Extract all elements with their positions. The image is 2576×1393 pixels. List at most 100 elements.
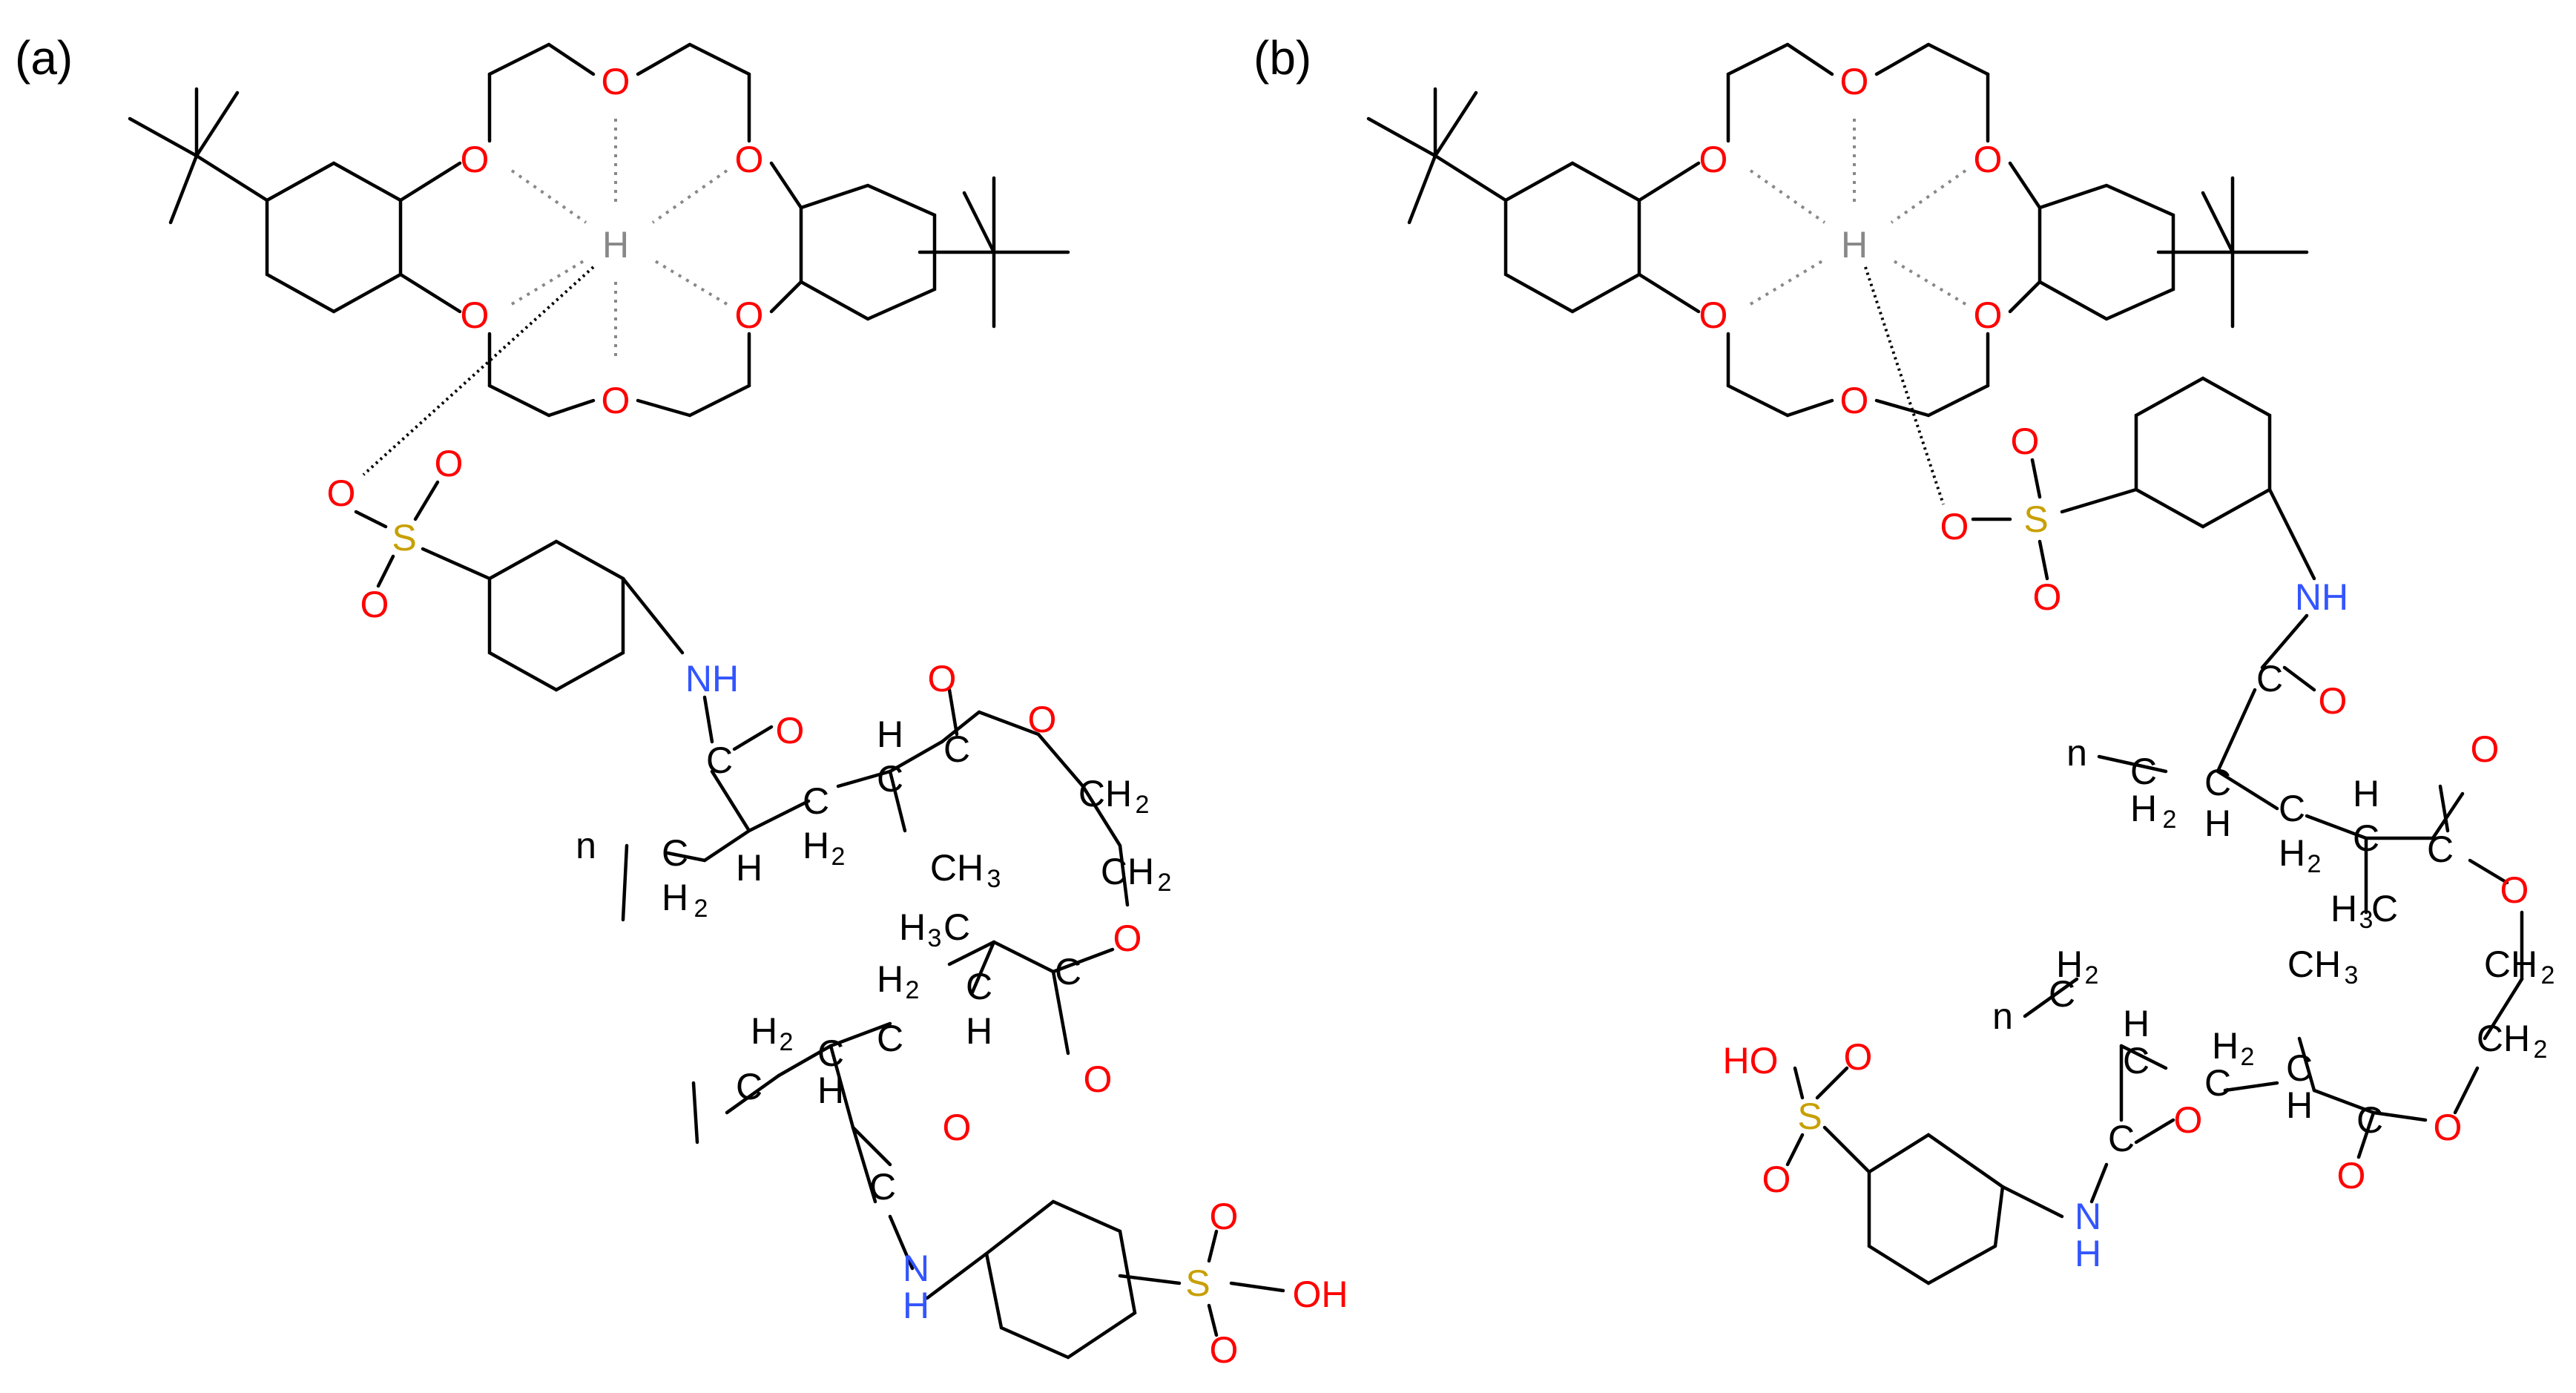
subscript: 3 — [987, 865, 1001, 893]
h-label: H — [2279, 832, 2305, 874]
oxygen-atom: O — [1210, 1329, 1239, 1371]
subscript: 2 — [1158, 869, 1172, 897]
h-label: H — [2286, 1084, 2313, 1126]
oxygen-atom: O — [461, 139, 490, 180]
oxygen-atom: O — [1840, 380, 1869, 421]
sulfur-atom: S — [1797, 1096, 1822, 1137]
c-label: C — [2353, 817, 2379, 859]
c-label: C — [2286, 1047, 2313, 1089]
h2-label: H — [751, 1010, 777, 1052]
structure-a — [128, 42, 1285, 1360]
c-label: C — [2049, 973, 2075, 1015]
structure-b — [1366, 42, 2524, 1285]
ch2-label: CH — [1078, 773, 1132, 814]
cyclohexane-ring-right-b — [2038, 183, 2175, 321]
oxygen-atom: O — [776, 710, 805, 751]
oxygen-atom: O — [1840, 61, 1869, 102]
cyclohexane-ring-left-b — [1503, 161, 1641, 314]
benzene-ring-bottom-a — [984, 1199, 1137, 1360]
wedge-bond-a — [362, 266, 595, 476]
oxygen-atom: O — [2174, 1099, 2203, 1141]
nh-group: NH — [2295, 576, 2348, 618]
subscript: 3 — [928, 924, 942, 952]
oxygen-atom: O — [2500, 869, 2529, 911]
hydrogen-bonds-b — [1749, 119, 1967, 306]
oxygen-atom: O — [2011, 421, 2040, 462]
subscript: 2 — [2241, 1043, 2255, 1071]
subscript: 3 — [2359, 906, 2374, 934]
subscript: 2 — [906, 976, 920, 1004]
cyclohexane-ring-right-a — [799, 183, 937, 321]
c-label: C — [736, 1066, 762, 1107]
h3c-label: H — [2330, 888, 2357, 929]
sulfur-atom: S — [392, 517, 416, 559]
tert-butyl-group-right-a — [918, 176, 1070, 329]
h2-label: H — [877, 958, 903, 1000]
benzene-ring-top-b — [2134, 376, 2272, 529]
oh-group: OH — [1293, 1274, 1348, 1315]
subscript: 2 — [1136, 791, 1150, 819]
c-label: C — [943, 906, 970, 948]
nh-group: N — [903, 1248, 929, 1289]
ch2-label: CH — [2484, 944, 2537, 985]
oxygen-atom: O — [1028, 699, 1057, 740]
h-label: H — [2075, 1233, 2101, 1274]
c-label: C — [2256, 658, 2283, 699]
h2-label: H — [2056, 944, 2083, 985]
oxygen-atom: O — [1113, 918, 1142, 959]
h-label: H — [662, 877, 688, 918]
panel-label-a: (a) — [15, 31, 73, 85]
oxygen-atom: O — [360, 584, 389, 625]
h-label: H — [966, 1010, 992, 1052]
subscript: 2 — [2307, 850, 2322, 878]
subscript: 2 — [2085, 961, 2099, 989]
oxygen-atom: O — [2434, 1107, 2463, 1148]
h-label: H — [817, 1070, 844, 1111]
subscript: 2 — [2541, 961, 2555, 989]
h-label: H — [803, 825, 829, 866]
oxygen-atom: O — [2337, 1155, 2366, 1196]
oxygen-atom: O — [943, 1107, 972, 1148]
c-label: C — [817, 1033, 844, 1074]
carbon-label: C — [706, 740, 733, 781]
panel-label-b: (b) — [1254, 31, 1311, 85]
oxygen-atom: O — [1699, 294, 1728, 336]
wedge-bond-b — [1864, 266, 1945, 505]
ch3-label: CH — [2287, 944, 2341, 985]
c-label: C — [2356, 1099, 2383, 1141]
benzene-ring-top-a — [487, 539, 625, 692]
subscript: 2 — [780, 1028, 794, 1056]
c-label: C — [869, 1166, 896, 1208]
n-repeat-label: n — [576, 825, 596, 866]
c-label: C — [2130, 751, 2157, 792]
oxygen-atom: O — [1084, 1058, 1113, 1100]
oxygen-atom: O — [1974, 139, 2003, 180]
h-label: H — [2130, 788, 2157, 829]
h-label: H — [903, 1285, 929, 1326]
c-label: C — [1055, 951, 1081, 992]
c-label: C — [2279, 788, 2305, 829]
subscript: 2 — [2163, 806, 2177, 834]
oxygen-atom: O — [735, 139, 764, 180]
c-label: C — [2108, 1118, 2135, 1159]
atom-labels-a: O O O O O O H O O S O NH O O O C C H C C… — [327, 61, 1348, 1371]
c-label: C — [2427, 829, 2454, 870]
subscript: 3 — [2345, 961, 2359, 989]
oxygen-atom: O — [735, 294, 764, 336]
oxygen-atom: O — [602, 380, 630, 421]
nh-group: N — [2075, 1196, 2101, 1237]
h3c-label: H — [899, 906, 926, 948]
crown-hydrogen-atom: H — [1841, 224, 1868, 266]
tert-butyl-group-left-a — [128, 87, 269, 225]
oxygen-atom: O — [928, 658, 957, 699]
oxygen-atom: O — [1844, 1036, 1873, 1078]
ch2-label: CH — [2477, 1018, 2530, 1059]
n-repeat-label: n — [2066, 732, 2087, 774]
ch3-label: CH — [930, 847, 984, 889]
c-label: C — [2371, 888, 2398, 929]
cyclohexane-ring-left-a — [265, 161, 403, 314]
n-repeat-label: n — [1992, 995, 2013, 1037]
subscript: 2 — [2534, 1035, 2548, 1064]
oxygen-atom: O — [602, 61, 630, 102]
